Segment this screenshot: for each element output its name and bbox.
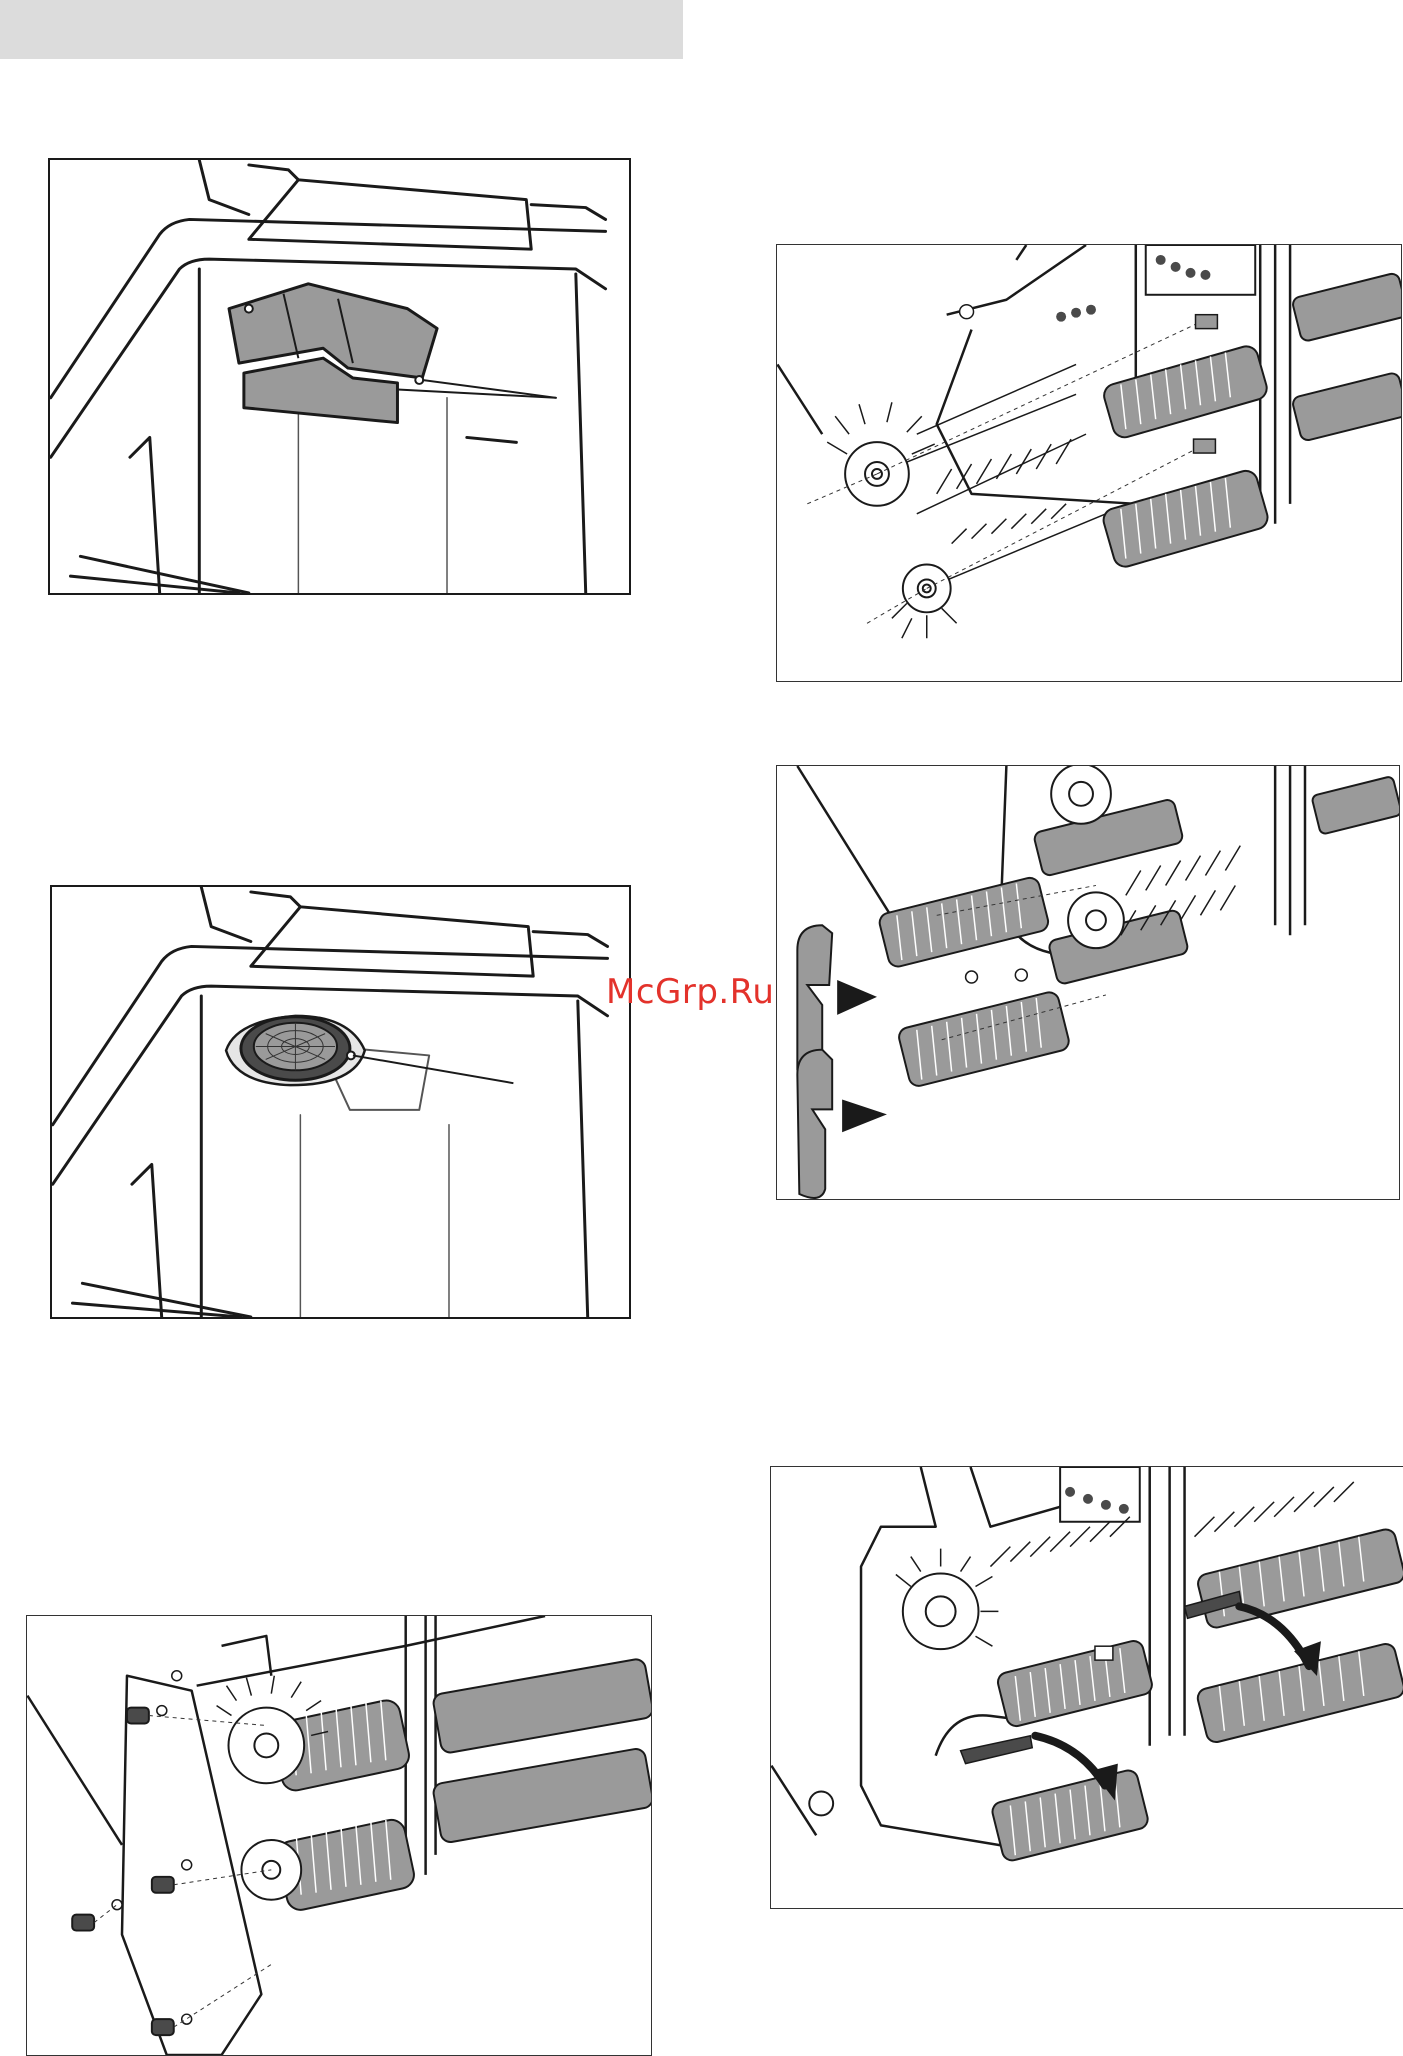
watermark-text: McGrp.Ru [606,972,774,1012]
squeegee-rotate-illustration [771,1467,1403,1908]
brush-removal-figure [776,244,1402,682]
brush-removal-illustration [777,245,1401,681]
side-cover-screws-illustration [27,1616,651,2055]
tank-filter-illustration [52,887,629,1317]
tank-cover-illustration [50,160,629,593]
brush-side-cover-figure [26,1615,652,2056]
brush-strip-insert-figure [776,765,1400,1200]
brush-strip-illustration [777,766,1399,1199]
tank-screen-cover-figure [48,158,631,595]
section-header-bar [0,0,683,59]
squeegee-rotate-figure [770,1466,1403,1909]
tank-filter-figure [50,885,631,1319]
